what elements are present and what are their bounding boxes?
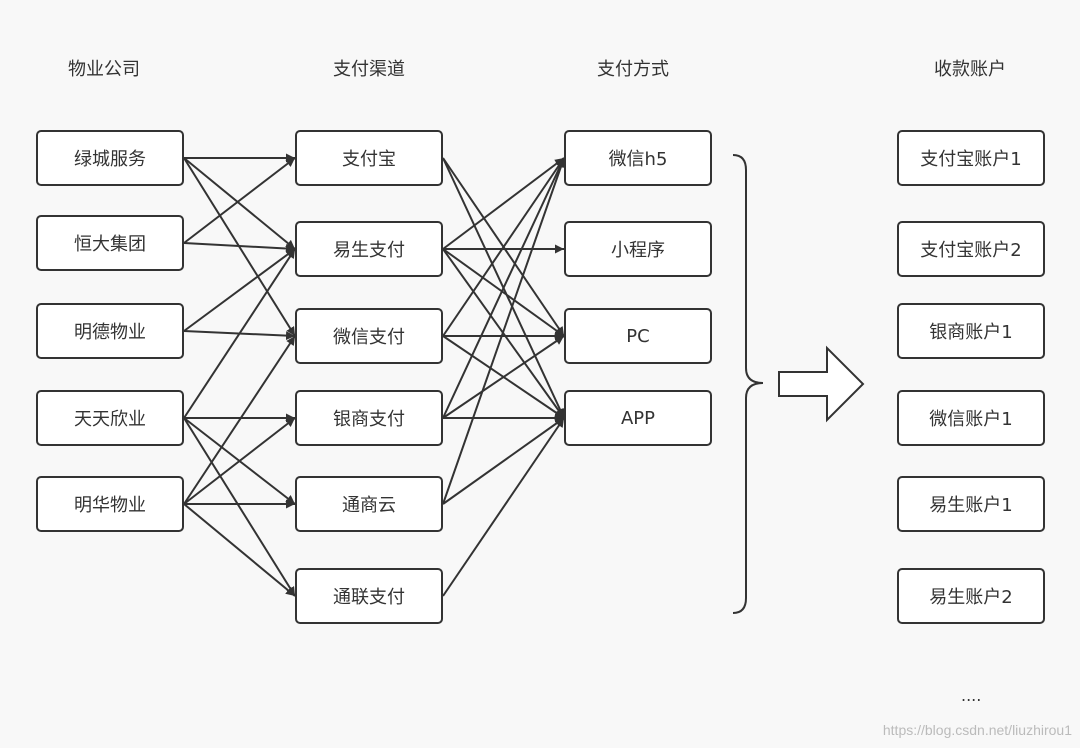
company-channel-arrow xyxy=(183,248,296,419)
channel-node: 易生支付 xyxy=(295,221,443,277)
company-node: 明德物业 xyxy=(36,303,184,359)
company-channel-arrow xyxy=(183,242,296,254)
curly-brace xyxy=(732,154,764,614)
company-node: 明华物业 xyxy=(36,476,184,532)
channel-node: 银商支付 xyxy=(295,390,443,446)
channel-method-arrow xyxy=(442,417,565,597)
header-companies: 物业公司 xyxy=(68,59,140,80)
account-node: 微信账户1 xyxy=(897,390,1045,446)
method-node: 小程序 xyxy=(564,221,712,277)
channel-method-arrow xyxy=(442,157,565,419)
company-node: 绿城服务 xyxy=(36,130,184,186)
account-node: 银商账户1 xyxy=(897,303,1045,359)
channel-method-arrow xyxy=(442,157,565,250)
channel-method-arrow xyxy=(442,157,565,337)
company-channel-arrow xyxy=(183,248,296,332)
company-channel-arrow xyxy=(183,417,296,505)
account-node: 支付宝账户2 xyxy=(897,221,1045,277)
channel-node: 微信支付 xyxy=(295,308,443,364)
channel-method-arrow xyxy=(442,248,565,337)
channel-method-arrow xyxy=(442,157,566,505)
channel-node: 支付宝 xyxy=(295,130,443,186)
watermark: https://blog.csdn.net/liuzhirou1 xyxy=(882,722,1072,738)
method-node: APP xyxy=(564,390,712,446)
channel-node: 通联支付 xyxy=(295,568,443,624)
method-node: PC xyxy=(564,308,712,364)
account-node: 易生账户2 xyxy=(897,568,1045,624)
channel-method-arrow xyxy=(442,335,565,419)
block-arrow-icon xyxy=(778,345,865,423)
header-channels: 支付渠道 xyxy=(333,59,405,80)
company-channel-arrow xyxy=(183,335,296,505)
more-ellipsis: .... xyxy=(961,686,982,705)
company-node: 恒大集团 xyxy=(36,215,184,271)
account-node: 支付宝账户1 xyxy=(897,130,1045,186)
header-accounts: 收款账户 xyxy=(934,59,1006,80)
company-node: 天天欣业 xyxy=(36,390,184,446)
channel-method-arrow xyxy=(442,417,565,505)
company-channel-arrow xyxy=(183,157,296,244)
company-channel-arrow xyxy=(183,503,296,597)
header-methods: 支付方式 xyxy=(597,59,669,80)
company-channel-arrow xyxy=(183,417,296,597)
method-node: 微信h5 xyxy=(564,130,712,186)
account-node: 易生账户1 xyxy=(897,476,1045,532)
channel-node: 通商云 xyxy=(295,476,443,532)
company-channel-arrow xyxy=(183,157,296,250)
